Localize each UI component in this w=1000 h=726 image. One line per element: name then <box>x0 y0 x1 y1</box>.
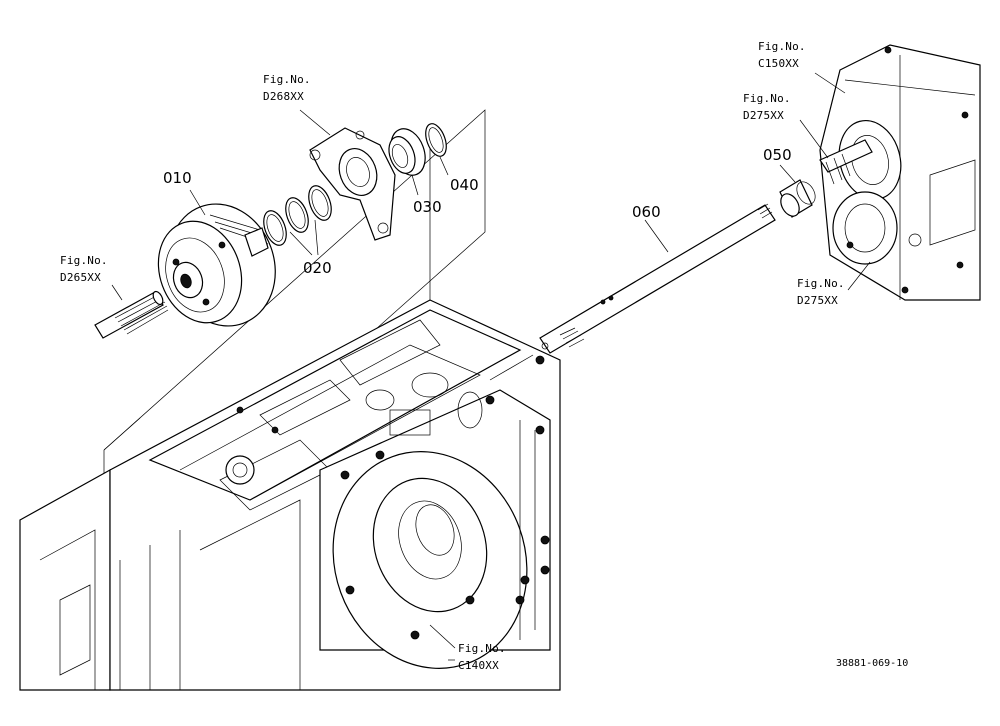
fig-ref-c150: Fig.No. C150XX <box>758 40 806 70</box>
bearing-030 <box>388 128 426 196</box>
fig-ref-d265-line1: Fig.No. <box>60 254 108 267</box>
part-number-030: 030 <box>413 198 442 216</box>
fig-ref-c150-line1: Fig.No. <box>758 40 806 53</box>
document-id: 38881-069-10 <box>836 658 908 669</box>
fig-ref-c140-line1: Fig.No. <box>458 642 506 655</box>
fig-ref-d265: Fig.No. D265XX <box>60 254 108 284</box>
clutch-pack-010 <box>157 203 276 327</box>
part-number-040: 040 <box>450 176 479 194</box>
fig-ref-d275-bottom-line1: Fig.No. <box>797 277 845 290</box>
fig-ref-d268-line2: D268XX <box>263 90 304 103</box>
snap-ring-040 <box>425 123 449 176</box>
fig-ref-d268: Fig.No. D268XX <box>263 73 311 103</box>
leader-lines <box>111 189 456 661</box>
part-number-050: 050 <box>763 146 792 164</box>
transmission-case <box>19 299 561 691</box>
fig-ref-d275-top-line1: Fig.No. <box>743 92 791 105</box>
o-rings-020 <box>263 185 332 256</box>
part-number-020: 020 <box>303 259 332 277</box>
fig-ref-c140: Fig.No. C140XX <box>458 642 506 672</box>
sleeve-050 <box>779 164 816 218</box>
fig-ref-d275-bottom-line2: D275XX <box>797 294 838 307</box>
part-number-010: 010 <box>163 169 192 187</box>
bracket-housing <box>299 109 396 241</box>
fig-ref-d275-top-line2: D275XX <box>743 109 784 122</box>
fig-ref-c150-line2: C150XX <box>758 57 799 70</box>
rear-housing <box>799 44 981 301</box>
left-input-shaft <box>94 290 169 339</box>
fig-ref-d265-line2: D265XX <box>60 271 101 284</box>
fig-ref-c140-line2: C140XX <box>458 659 499 672</box>
part-number-060: 060 <box>632 203 661 221</box>
shaft-060 <box>489 203 776 381</box>
fig-ref-d275-bottom: Fig.No. D275XX <box>797 277 845 307</box>
fig-ref-d268-line1: Fig.No. <box>263 73 311 86</box>
fig-ref-d275-top: Fig.No. D275XX <box>743 92 791 122</box>
